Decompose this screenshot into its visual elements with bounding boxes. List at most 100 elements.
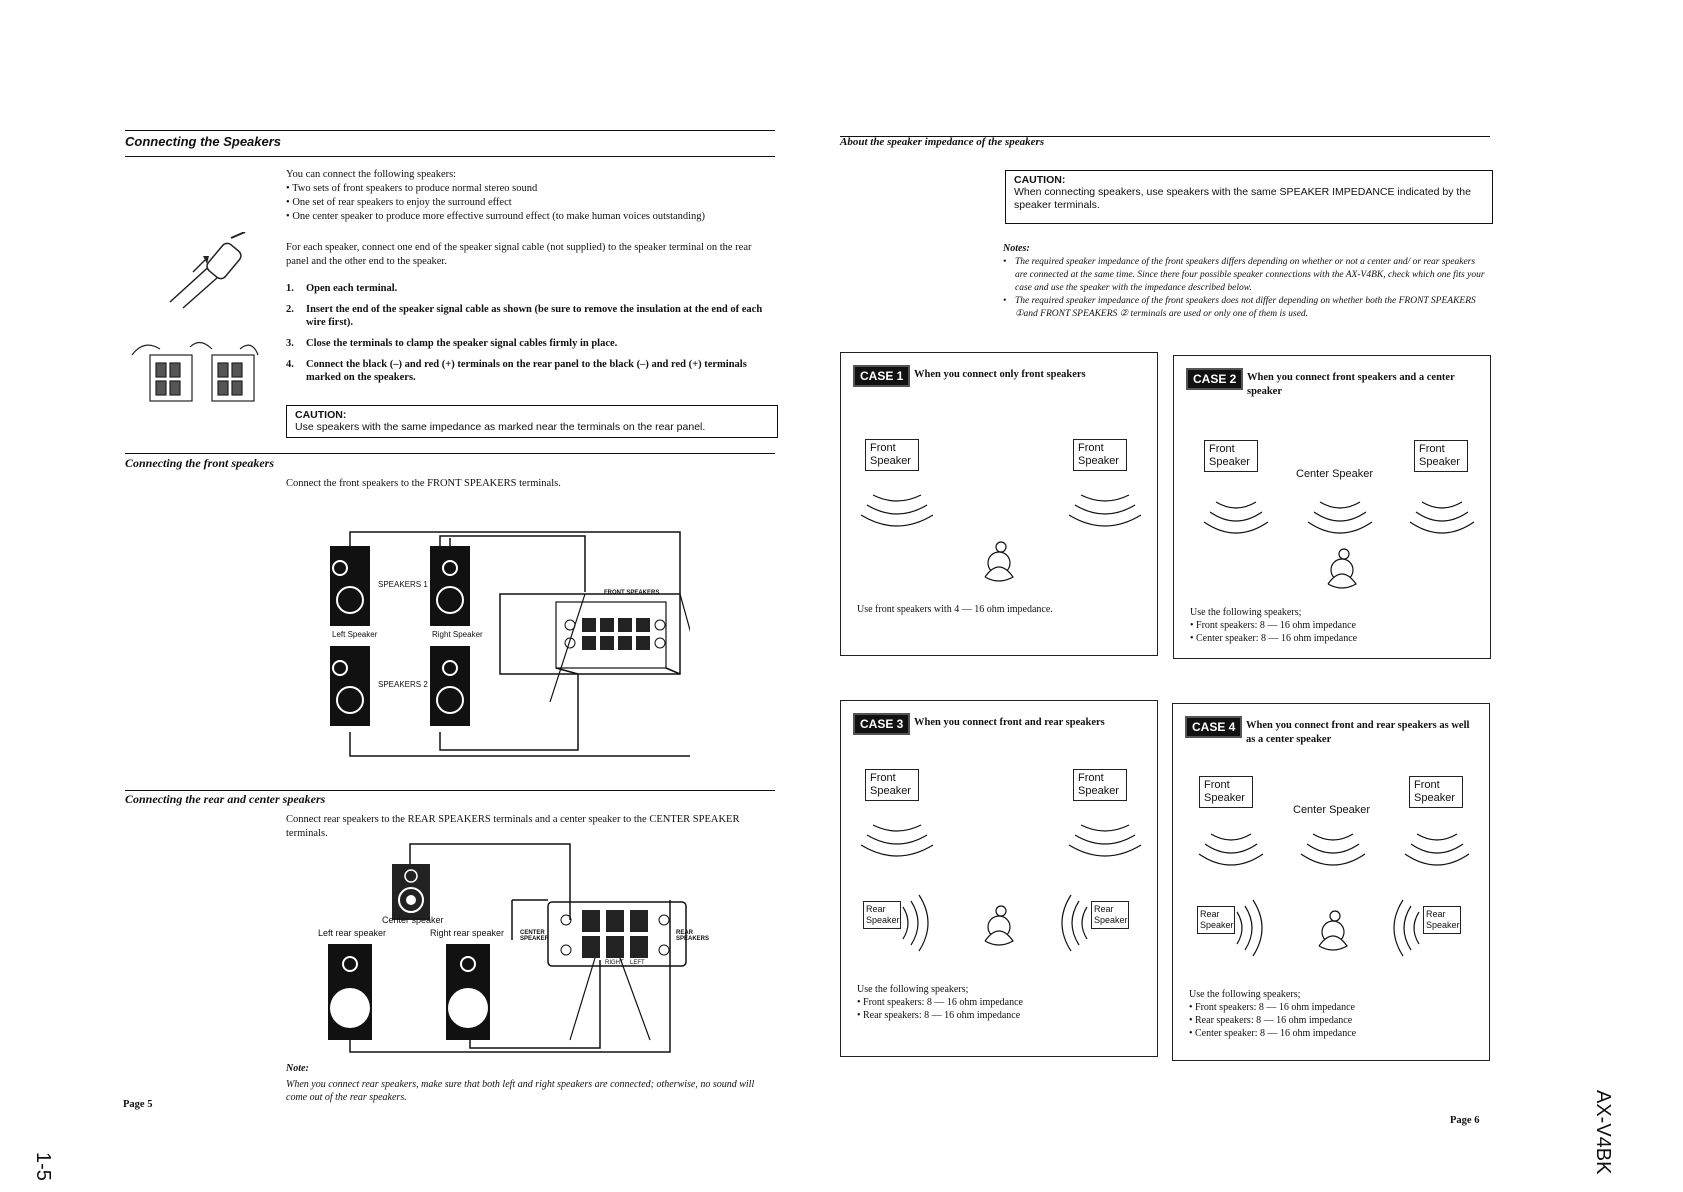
case-1-waves <box>860 494 1142 582</box>
case-3-waves <box>860 824 1142 952</box>
rear-speaker-diagram <box>328 843 687 1053</box>
front-speaker-box: Front Speaker <box>1073 439 1127 471</box>
center-term-label: CENTER SPEAKER <box>520 930 550 942</box>
case-title: When you connect front and rear speakers <box>914 717 1105 728</box>
case-note: Use the following speakers; Front speake… <box>1190 606 1480 645</box>
right-section-title: About the speaker impedance of the speak… <box>840 136 1045 148</box>
front-speaker-box: Front Speaker <box>1409 776 1463 808</box>
rear-rule <box>125 790 775 791</box>
front-rule <box>125 453 775 454</box>
note-item: •The required speaker impedance of the f… <box>1003 296 1476 319</box>
case-3-panel: CASE 3 When you connect front and rear s… <box>840 700 1158 1057</box>
case-note: Use the following speakers; Front speake… <box>857 983 1147 1022</box>
case-item: Front speakers: 8 — 16 ohm impedance <box>1189 1001 1479 1014</box>
intro-item: Two sets of front speakers to produce no… <box>286 182 776 196</box>
intro-list: Two sets of front speakers to produce no… <box>286 182 776 224</box>
model-number: AX-V4BK <box>1592 1090 1614 1175</box>
front-speaker-box: Front Speaker <box>1414 440 1468 472</box>
rear-speaker-box: Rear Speaker <box>1197 906 1235 934</box>
notes-title: Notes: <box>1003 243 1030 254</box>
front-speaker-box: Front Speaker <box>865 439 919 471</box>
front-text: Connect the front speakers to the FRONT … <box>286 478 561 489</box>
intro-text: You can connect the following speakers: <box>286 169 457 180</box>
front-speaker-box: Front Speaker <box>1204 440 1258 472</box>
case-2-waves <box>1203 501 1475 589</box>
listener-icon <box>1318 910 1348 951</box>
right-rear-label: Right rear speaker <box>430 928 505 938</box>
caution-title: CAUTION: <box>295 409 347 421</box>
rear-speaker-box: Rear Speaker <box>863 901 901 929</box>
step-item: 2.Insert the end of the speaker signal c… <box>286 304 763 328</box>
listener-icon <box>984 541 1014 582</box>
left-rear-label: Left rear speaker <box>318 928 387 938</box>
side-number: 1-5 <box>32 1152 54 1181</box>
steps-list: 1.Open each terminal. 2.Insert the end o… <box>286 282 776 392</box>
front-title: Connecting the front speakers <box>125 456 275 470</box>
rear-term-label: REAR SPEAKERS <box>676 930 710 942</box>
intro-item: One center speaker to produce more effec… <box>286 210 776 224</box>
step-item: 4.Connect the black (–) and red (+) term… <box>286 359 747 383</box>
right-top-rule <box>840 136 1490 137</box>
caution-box: CAUTION: Use speakers with the same impe… <box>286 405 778 438</box>
step-item: 1.Open each terminal. <box>286 283 398 294</box>
front-speaker-box: Front Speaker <box>1073 769 1127 801</box>
note-text: When you connect rear speakers, make sur… <box>286 1079 755 1103</box>
listener-icon <box>984 905 1014 946</box>
right-caution-body: When connecting speakers, use speakers w… <box>1014 186 1471 211</box>
case-title: When you connect front speakers and a ce… <box>1247 372 1455 397</box>
intro-block: You can connect the following speakers: … <box>286 168 776 224</box>
notes-list: •The required speaker impedance of the f… <box>1003 256 1489 321</box>
intro-item: One set of rear speakers to enjoy the su… <box>286 196 776 210</box>
front-speaker-diagram <box>330 531 690 757</box>
front-panel-label: FRONT SPEAKERS <box>604 590 660 596</box>
right-label: RIGHT <box>605 960 624 966</box>
front-speaker-box: Front Speaker <box>1199 776 1253 808</box>
case-item: Center speaker: 8 — 16 ohm impedance <box>1189 1027 1479 1040</box>
front-speaker-box: Front Speaker <box>865 769 919 801</box>
case-badge: CASE 2 <box>1186 368 1244 390</box>
case-item: Center speaker: 8 — 16 ohm impedance <box>1190 632 1480 645</box>
note-item: •The required speaker impedance of the f… <box>1003 257 1485 293</box>
center-speaker-label: Center Speaker <box>1296 468 1374 480</box>
section-title: Connecting the Speakers <box>125 134 282 149</box>
center-speaker-label: Center Speaker <box>1293 804 1371 816</box>
case-item: Rear speakers: 8 — 16 ohm impedance <box>1189 1014 1479 1027</box>
center-speaker-label: Center speaker <box>382 915 444 925</box>
page-label-right: Page 6 <box>1450 1115 1480 1126</box>
left-speaker-label: Left Speaker <box>332 630 378 639</box>
case-badge: CASE 3 <box>853 713 911 735</box>
case-badge: CASE 4 <box>1185 716 1243 738</box>
speakers2-label: SPEAKERS 2 <box>378 680 428 689</box>
cable-text: For each speaker, connect one end of the… <box>286 242 752 267</box>
case-2-panel: CASE 2 When you connect front speakers a… <box>1173 355 1491 659</box>
right-speaker-label: Right Speaker <box>432 630 483 639</box>
rear-text: Connect rear speakers to the REAR SPEAKE… <box>286 814 740 839</box>
case-item: Rear speakers: 8 — 16 ohm impedance <box>857 1009 1147 1022</box>
top-rule <box>125 130 775 131</box>
case-4-panel: CASE 4 When you connect front and rear s… <box>1172 703 1490 1061</box>
left-label: LEFT <box>630 960 645 966</box>
case-4-waves <box>1198 833 1470 957</box>
case-badge: CASE 1 <box>853 365 911 387</box>
step-item: 3.Close the terminals to clamp the speak… <box>286 338 618 349</box>
cable-illustration <box>169 232 246 309</box>
caution-body: Use speakers with the same impedance as … <box>295 421 706 433</box>
note-title: Note: <box>286 1063 309 1074</box>
case-title: When you connect only front speakers <box>914 369 1086 380</box>
right-caution-title: CAUTION: <box>1014 174 1066 186</box>
rear-speaker-box: Rear Speaker <box>1091 901 1129 929</box>
case-note: Use the following speakers; Front speake… <box>1189 988 1479 1040</box>
case-note: Use front speakers with 4 — 16 ohm imped… <box>857 604 1053 615</box>
right-caution-box: CAUTION: When connecting speakers, use s… <box>1005 170 1493 224</box>
case-1-panel: CASE 1 When you connect only front speak… <box>840 352 1158 656</box>
case-item: Front speakers: 8 — 16 ohm impedance <box>1190 619 1480 632</box>
case-title: When you connect front and rear speakers… <box>1246 720 1470 745</box>
case-item: Front speakers: 8 — 16 ohm impedance <box>857 996 1147 1009</box>
section-rule <box>125 156 775 157</box>
listener-icon <box>1327 548 1357 589</box>
speakers1-label: SPEAKERS 1 <box>378 580 428 589</box>
page-label-left: Page 5 <box>123 1099 153 1110</box>
rear-speaker-box: Rear Speaker <box>1423 906 1461 934</box>
terminal-illustration <box>131 341 259 402</box>
rear-title: Connecting the rear and center speakers <box>125 792 326 806</box>
